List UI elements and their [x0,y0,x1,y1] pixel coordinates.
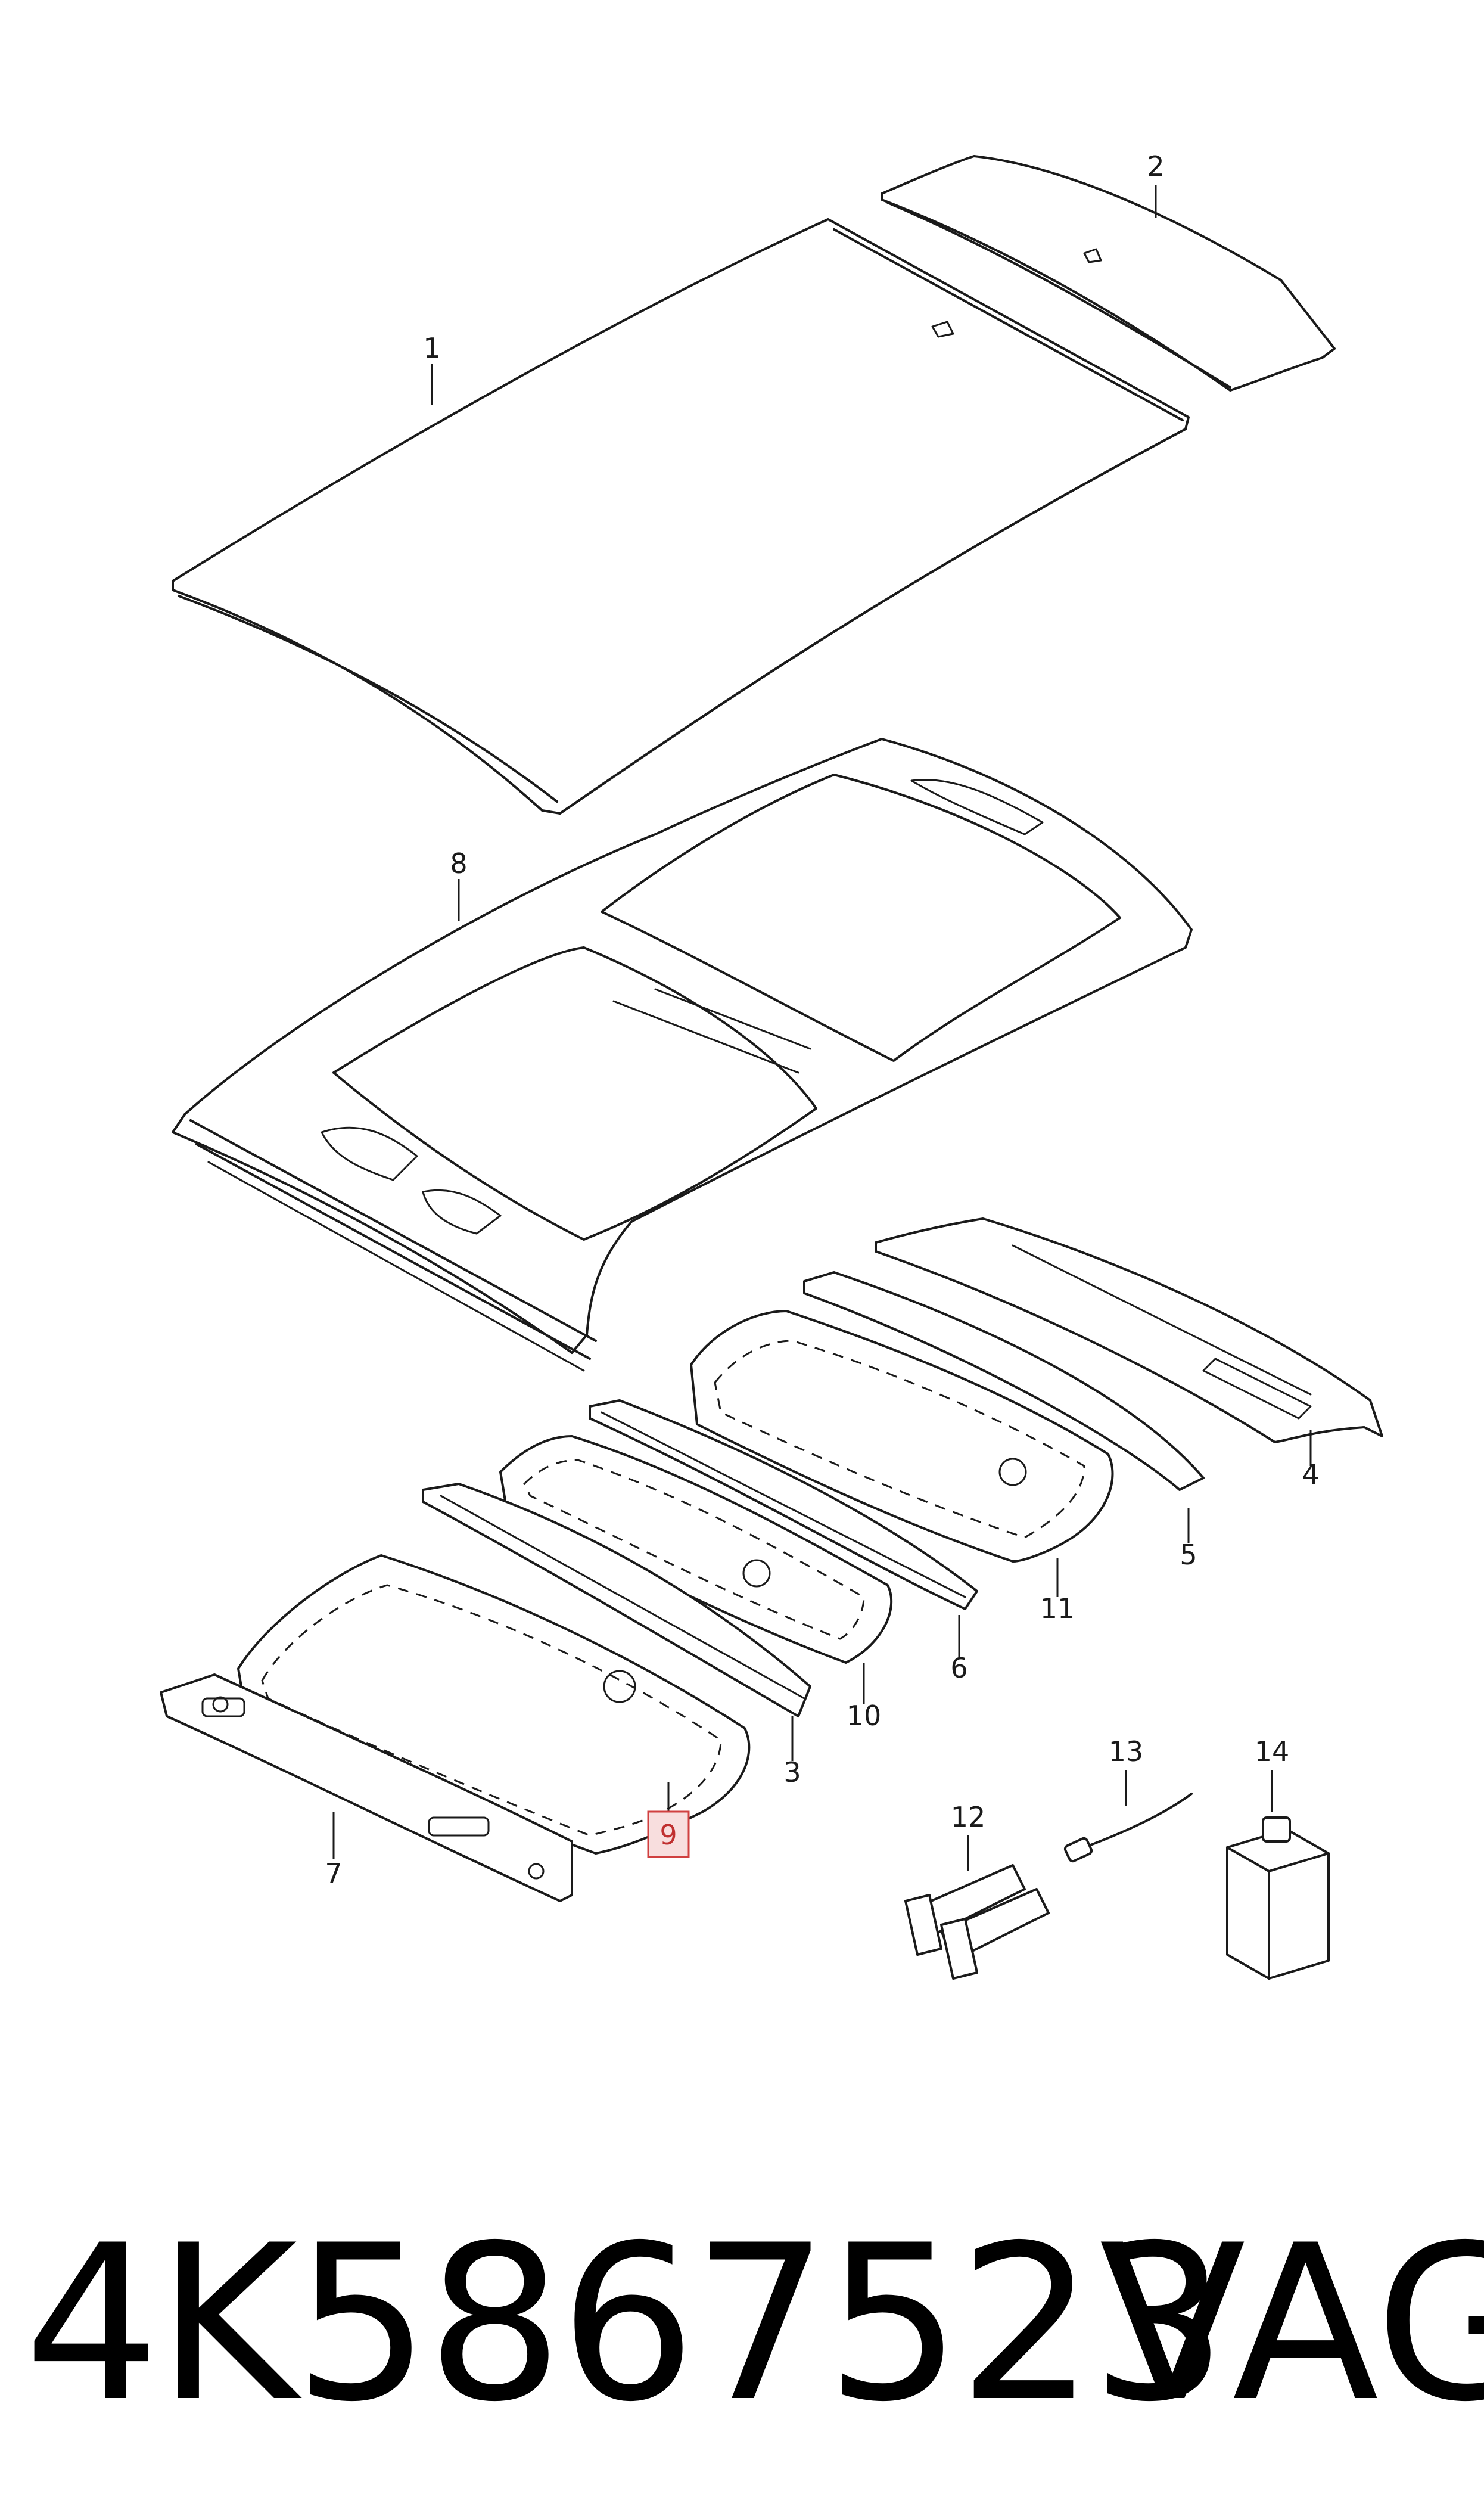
callout-3: 3 [783,1756,801,1788]
roof-frame [172,738,1193,1372]
insulation-mat-rear [690,1310,1114,1563]
part-number: 4K5867523 [24,2199,1227,2449]
callout-13: 13 [1109,1735,1144,1768]
callout-9-highlight [647,1810,690,1858]
callout-labels: 1 2 8 4 5 11 6 10 3 7 9 12 13 14 [325,150,1319,1890]
rear-roof-section [881,155,1336,392]
footer: 4K5867523 VAG [0,2205,1484,2515]
callout-5: 5 [1180,1539,1197,1571]
middle-roof-bow [589,1399,978,1610]
callout-9: 9 [659,1819,677,1851]
callout-12: 12 [951,1801,986,1833]
parts-diagram: 1 2 8 4 5 11 6 10 3 7 9 12 13 14 [160,150,1383,1980]
callout-2: 2 [1147,150,1164,182]
mixing-nozzle [1063,1793,1193,1863]
rear-roof-crossmember [875,1217,1383,1443]
callout-1: 1 [423,332,440,364]
callout-4: 4 [1302,1458,1319,1490]
sealant-cartridge [904,1864,1050,1980]
brand-name: VAG [1099,2199,1484,2449]
callout-6: 6 [950,1652,967,1684]
leader-lines [332,185,1312,1871]
callout-11: 11 [1040,1592,1075,1625]
roof-panel [172,218,1190,815]
callout-14: 14 [1255,1735,1290,1768]
front-roof-bow [422,1483,811,1717]
rear-roof-bow [803,1271,1205,1491]
callout-8: 8 [450,847,467,880]
callout-7: 7 [325,1858,342,1890]
front-roof-frame-crossmember [160,1673,573,1902]
adhesive-bottle [1226,1816,1330,1980]
callout-10: 10 [847,1700,882,1732]
